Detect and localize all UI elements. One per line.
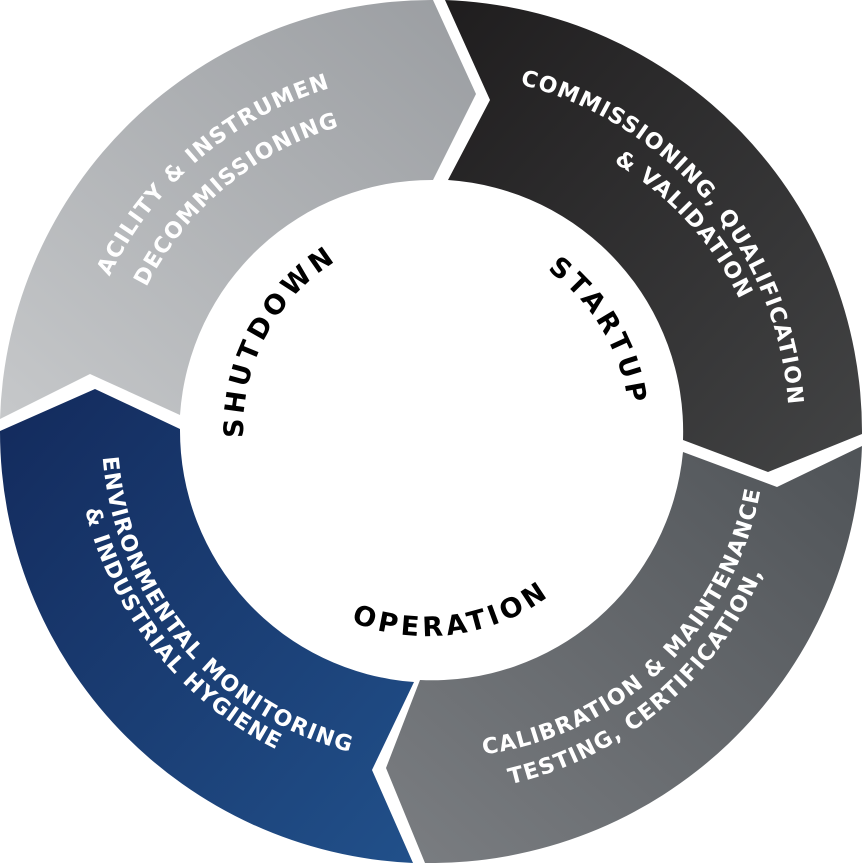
segment-testing — [386, 446, 862, 863]
phase-operation: OPERATION — [349, 575, 555, 644]
segment-environmental — [0, 389, 414, 863]
segment-decommissioning — [0, 0, 476, 419]
segment-commissioning — [445, 0, 863, 472]
